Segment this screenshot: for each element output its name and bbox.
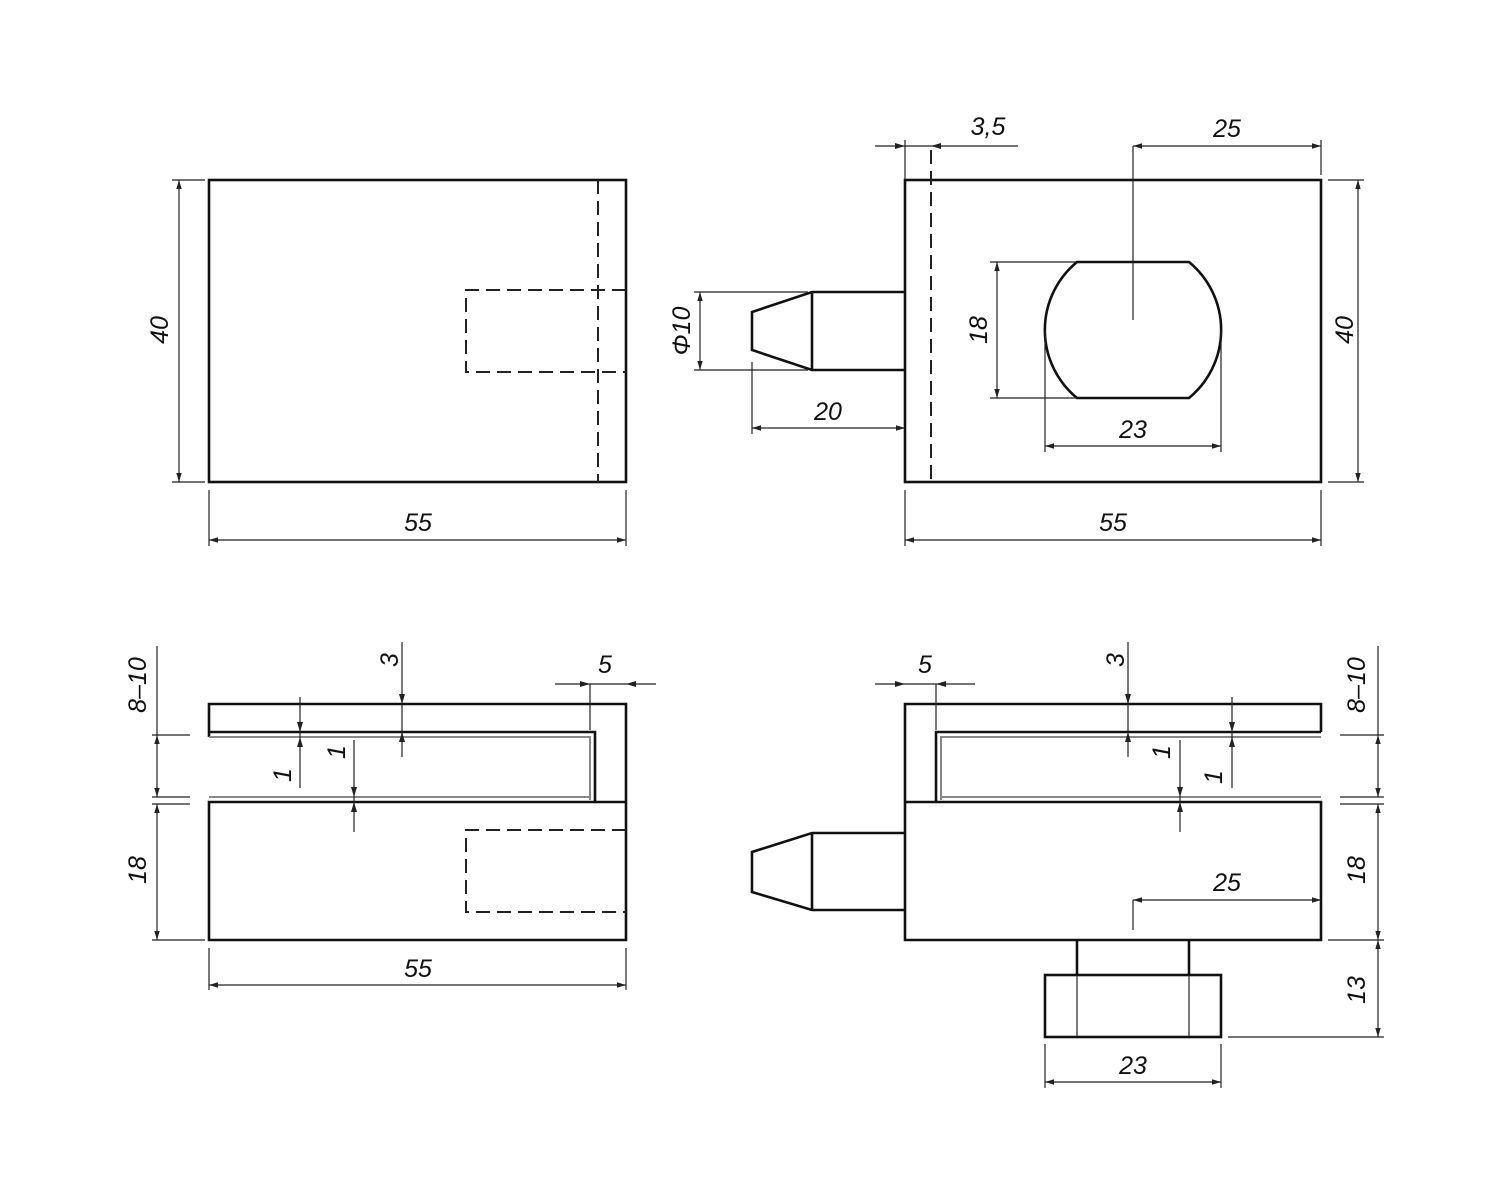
dimension-label: 3: [376, 653, 404, 667]
dimension-plate-thickness: 3: [1102, 642, 1131, 757]
dimension-label: 13: [1343, 976, 1371, 1004]
dimension-glass-range: 8–10: [124, 646, 190, 798]
dimension-lining-bottom: 1: [1148, 740, 1183, 832]
dimension-width: 55: [904, 490, 1322, 546]
drawing-line: [895, 143, 941, 149]
hidden-pin-bore: [465, 289, 626, 373]
dimension-lining-bottom: 1: [323, 740, 357, 832]
drawing-line: [1177, 787, 1183, 812]
dimension-label: 18: [124, 856, 152, 884]
dimension-offset: 3,5: [875, 113, 1018, 180]
rubber-lining: [940, 736, 1321, 800]
dimension-wall: 5: [555, 651, 656, 730]
dimension-label: 3,5: [971, 113, 1006, 141]
plate-inner-edge: [209, 730, 597, 802]
body-outline: [207, 178, 628, 484]
knob-neck: [1075, 940, 1191, 975]
body-outline: [903, 702, 1323, 942]
dimension-label: 23: [1118, 416, 1147, 444]
dimension-pin-length: 20: [751, 362, 905, 434]
pin: [750, 290, 905, 372]
dimension-glass-range: 8–10: [1340, 646, 1384, 798]
dimension-label: 3: [1102, 653, 1130, 667]
dimension-center-offset: 25: [1132, 115, 1322, 320]
dimension-body-height: 18: [1328, 803, 1384, 941]
body-outline: [903, 178, 1323, 484]
drawing-line: [351, 787, 357, 812]
drawing-line: [399, 694, 405, 742]
dimension-label: 55: [404, 509, 432, 537]
dimension-knob-height: 13: [1228, 940, 1384, 1038]
dimension-body-height: 18: [124, 803, 205, 941]
dimension-label: 1: [269, 768, 297, 782]
dimension-center-offset: 25: [1132, 869, 1321, 930]
dimension-pin-diameter: Φ10: [668, 291, 808, 371]
pin: [750, 831, 905, 912]
dimension-knob-diameter: 23: [1044, 330, 1222, 452]
dimension-label: 40: [1331, 316, 1359, 344]
dimension-label: 8–10: [124, 657, 152, 713]
dimension-label: 5: [918, 651, 932, 679]
dimension-label: 40: [146, 316, 174, 344]
knob-flats: [1076, 975, 1190, 1037]
view-bottom-left: 8–10 18 55 3 1 1: [124, 642, 656, 990]
view-bottom-right: 5 3 1 1 25 8–10: [750, 642, 1384, 1088]
body-outline: [207, 702, 628, 942]
dimension-label: 5: [598, 651, 612, 679]
dimension-label: 23: [1118, 1052, 1147, 1080]
dimension-height: 40: [1328, 179, 1364, 483]
dimension-lining-top: 1: [269, 697, 303, 788]
hidden-pin-bore: [465, 829, 626, 913]
dimension-plate-thickness: 3: [376, 642, 405, 757]
dimension-label: 25: [1212, 115, 1241, 143]
dimension-label: 18: [965, 316, 993, 344]
dimension-width: 55: [208, 948, 627, 990]
dimension-label: 1: [1148, 745, 1176, 759]
dimension-knob-flat: 18: [965, 261, 1077, 399]
plate-inner-edge: [934, 730, 1321, 802]
knob-outline: [1043, 260, 1223, 400]
dimension-label: Φ10: [668, 307, 696, 356]
dimension-knob-diameter: 23: [1044, 1044, 1222, 1088]
rubber-lining: [209, 736, 591, 800]
dimension-label: 25: [1212, 869, 1241, 897]
dimension-lining-top: 1: [1200, 697, 1235, 788]
dimension-label: 1: [1200, 770, 1228, 784]
dimension-label: 55: [404, 955, 432, 983]
view-top-right: 3,5 25 Φ10 20 18 23: [668, 113, 1364, 546]
dimension-width: 55: [208, 490, 627, 546]
dimension-label: 20: [813, 398, 842, 426]
drawing-line: [1229, 722, 1235, 747]
dimension-label: 1: [323, 745, 351, 759]
drawing-line: [297, 722, 303, 747]
dimension-label: 18: [1343, 856, 1371, 884]
knob-head: [1043, 973, 1223, 1039]
dimension-label: 55: [1099, 509, 1127, 537]
dimension-wall: 5: [875, 651, 975, 730]
drawing-line: [1125, 694, 1131, 742]
view-top-left: 40 55: [146, 178, 628, 546]
dimension-label: 8–10: [1343, 657, 1371, 713]
dimension-height: 40: [146, 179, 205, 483]
